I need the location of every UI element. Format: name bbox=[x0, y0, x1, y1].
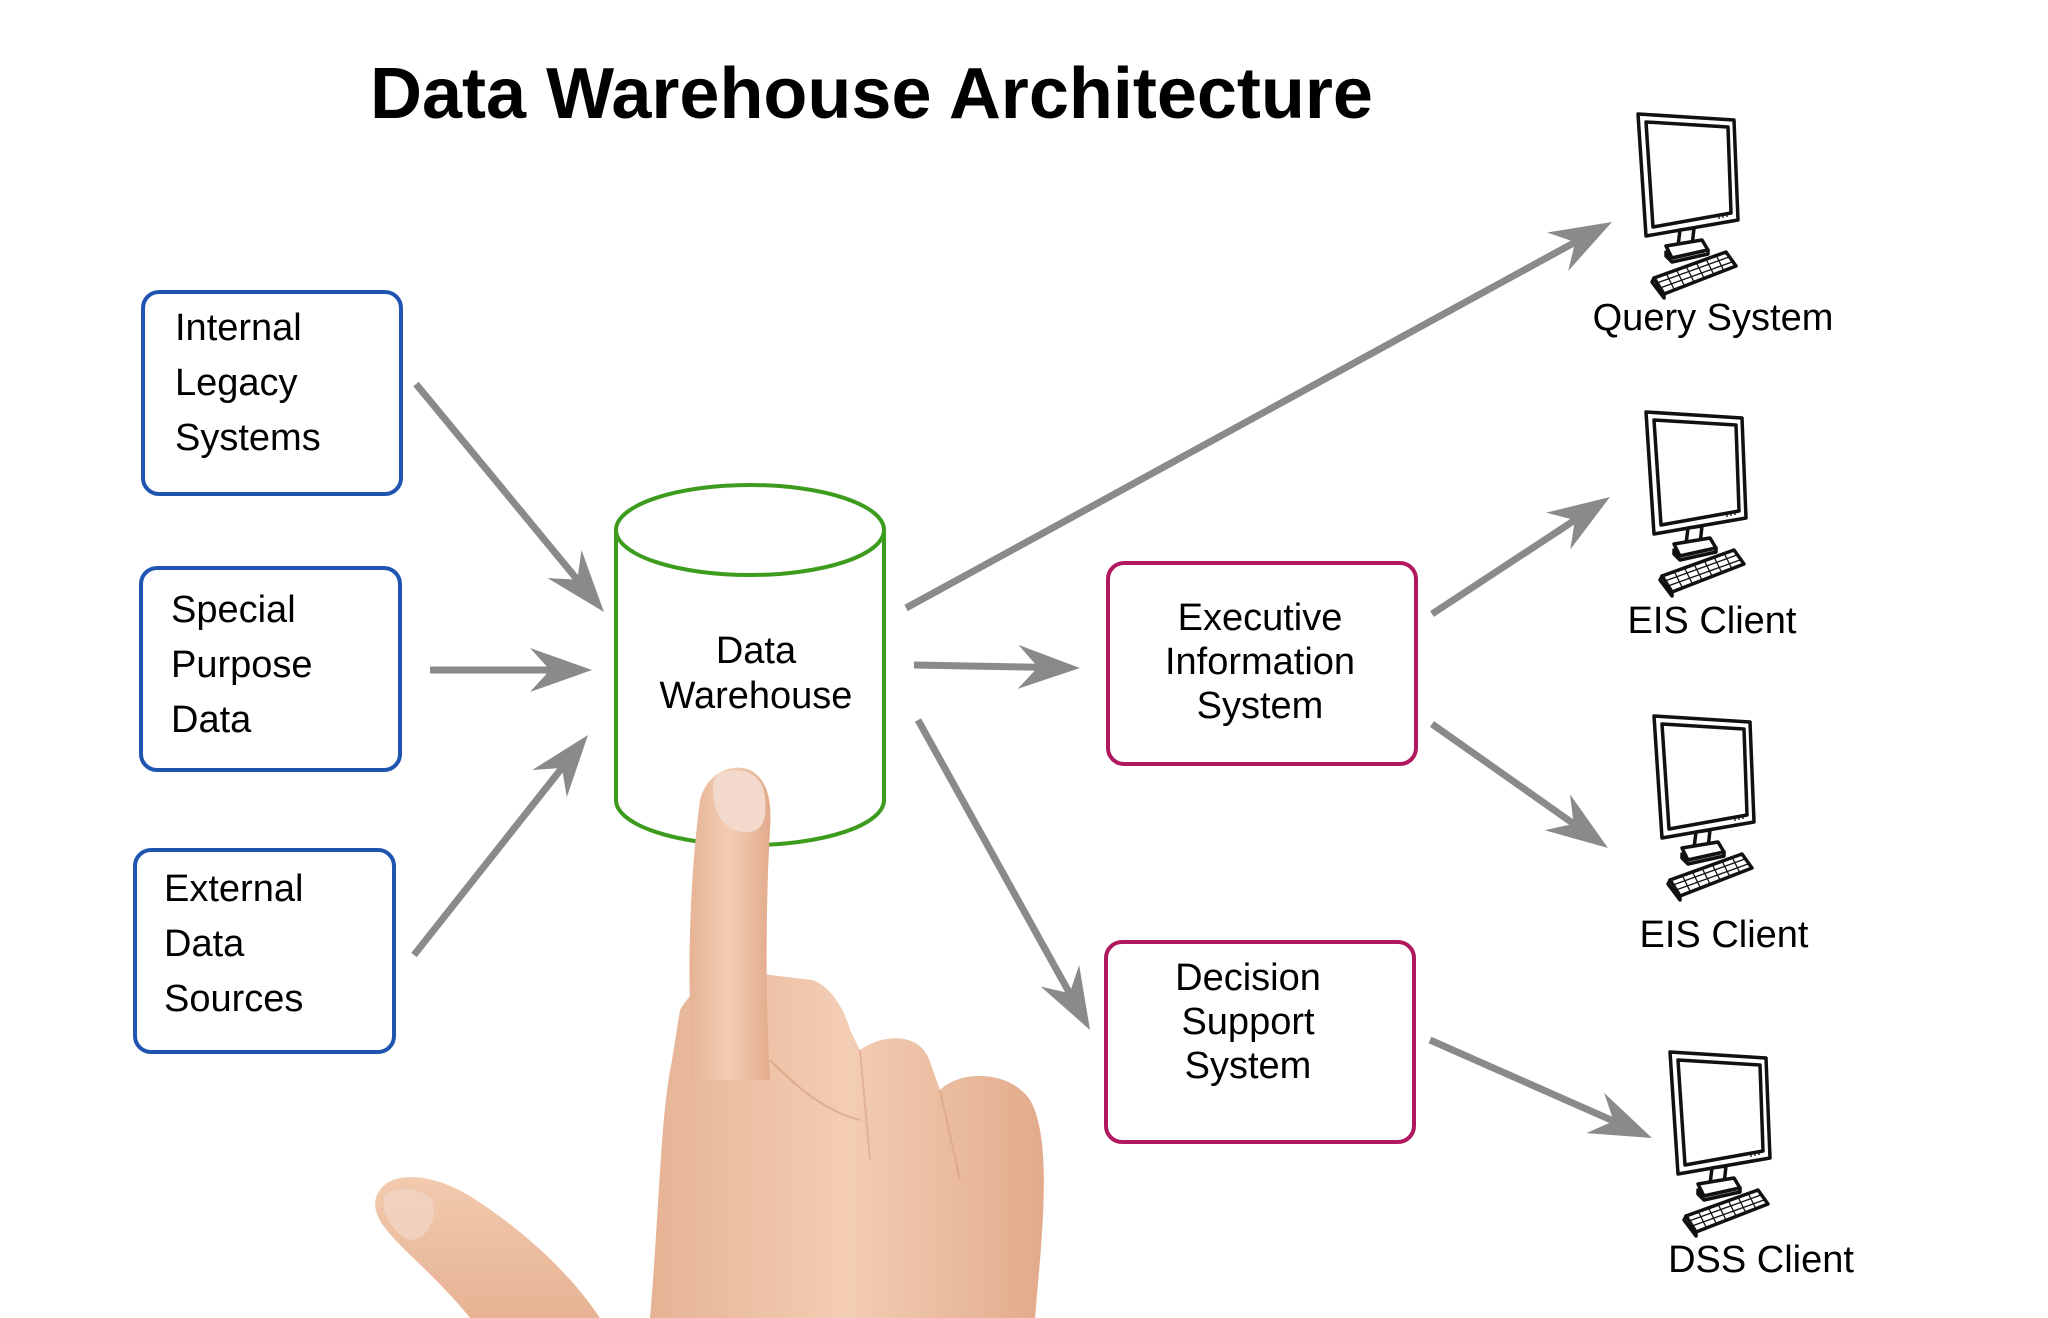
box-line: External bbox=[164, 868, 303, 910]
source-internal-legacy-systems: Internal Legacy Systems bbox=[141, 290, 403, 496]
arrowhead-icon bbox=[1586, 1092, 1652, 1138]
arrows bbox=[411, 222, 1652, 1138]
warehouse-line: Data bbox=[716, 630, 797, 672]
svg-text:Decision: Decision bbox=[1175, 957, 1321, 999]
svg-text:Data: Data bbox=[164, 923, 245, 965]
box-line: Information bbox=[1165, 641, 1355, 683]
computer-icon bbox=[1636, 112, 1740, 300]
arrow-special-to-warehouse bbox=[430, 648, 592, 692]
arrow-warehouse-to-query bbox=[904, 222, 1612, 612]
svg-text:System: System bbox=[1185, 1045, 1312, 1087]
arrow-shaft bbox=[1428, 1036, 1615, 1125]
box-line: Systems bbox=[175, 417, 321, 459]
client-label-eis-client: EIS Client bbox=[1640, 914, 1809, 956]
svg-text:External: External bbox=[164, 868, 303, 910]
box-line: Legacy bbox=[175, 362, 298, 404]
svg-text:Special: Special bbox=[171, 589, 296, 631]
arrow-internal-to-warehouse bbox=[413, 381, 604, 612]
arrowhead-icon bbox=[532, 735, 588, 798]
box-line: Sources bbox=[164, 978, 303, 1020]
diagram-title: Data Warehouse Architecture bbox=[370, 54, 1373, 134]
client-label-dss-client: DSS Client bbox=[1668, 1239, 1854, 1281]
arrowhead-icon bbox=[1547, 222, 1612, 272]
arrow-eis-to-eis-client-1 bbox=[1430, 497, 1610, 617]
arrow-shaft bbox=[413, 381, 580, 582]
arrowhead-icon bbox=[547, 550, 604, 612]
arrowhead-icon bbox=[530, 648, 592, 692]
warehouse-line: Warehouse bbox=[660, 675, 853, 717]
source-external-data-sources: External Data Sources bbox=[133, 848, 396, 1054]
arrow-shaft bbox=[1429, 721, 1576, 827]
client-label-eis-client: EIS Client bbox=[1628, 600, 1797, 642]
box-line: Decision bbox=[1175, 957, 1321, 999]
source-special-purpose-data: Special Purpose Data bbox=[139, 566, 402, 772]
box-line: Internal bbox=[175, 307, 302, 349]
svg-text:Purpose: Purpose bbox=[171, 644, 313, 686]
svg-text:Executive: Executive bbox=[1178, 597, 1343, 639]
svg-text:Information: Information bbox=[1165, 641, 1355, 683]
svg-text:Warehouse: Warehouse bbox=[660, 675, 853, 717]
svg-text:Data: Data bbox=[716, 630, 797, 672]
computer-icon bbox=[1652, 714, 1756, 902]
arrow-dss-to-dss-client bbox=[1428, 1036, 1652, 1138]
svg-text:Sources: Sources bbox=[164, 978, 303, 1020]
box-line: System bbox=[1197, 685, 1324, 727]
svg-text:System: System bbox=[1197, 685, 1324, 727]
arrow-warehouse-to-eis bbox=[913, 644, 1080, 689]
box-line: Purpose bbox=[171, 644, 313, 686]
box-line: Data bbox=[171, 699, 252, 741]
box-line: System bbox=[1185, 1045, 1312, 1087]
box-line: Support bbox=[1181, 1001, 1315, 1043]
system-executive-information-system: Executive Information System bbox=[1106, 561, 1418, 766]
arrow-external-to-warehouse bbox=[411, 735, 588, 958]
arrow-shaft bbox=[1430, 517, 1577, 617]
arrowhead-icon bbox=[1546, 497, 1610, 550]
box-line: Special bbox=[171, 589, 296, 631]
svg-text:Data: Data bbox=[171, 699, 252, 741]
arrowhead-icon bbox=[1040, 965, 1090, 1030]
svg-text:Legacy: Legacy bbox=[175, 362, 298, 404]
computer-icon bbox=[1644, 410, 1748, 598]
arrowhead-icon bbox=[1544, 794, 1608, 848]
arrow-eis-to-eis-client-2 bbox=[1429, 721, 1608, 848]
pointing-hand-image bbox=[375, 767, 1044, 1318]
clients bbox=[1636, 112, 1772, 1238]
svg-text:Support: Support bbox=[1181, 1001, 1315, 1043]
arrow-warehouse-to-dss bbox=[914, 718, 1090, 1030]
arrowhead-icon bbox=[1017, 644, 1080, 689]
box-line: Data bbox=[164, 923, 245, 965]
system-decision-support-system: Decision Support System bbox=[1104, 940, 1416, 1144]
arrow-shaft bbox=[913, 661, 1039, 671]
svg-text:Systems: Systems bbox=[175, 417, 321, 459]
arrow-shaft bbox=[914, 718, 1073, 995]
svg-text:Internal: Internal bbox=[175, 307, 302, 349]
client-label-query-system: Query System bbox=[1593, 297, 1834, 339]
arrow-shaft bbox=[904, 239, 1577, 612]
arrow-shaft bbox=[411, 765, 565, 958]
box-line: Executive bbox=[1178, 597, 1343, 639]
computer-icon bbox=[1668, 1050, 1772, 1238]
